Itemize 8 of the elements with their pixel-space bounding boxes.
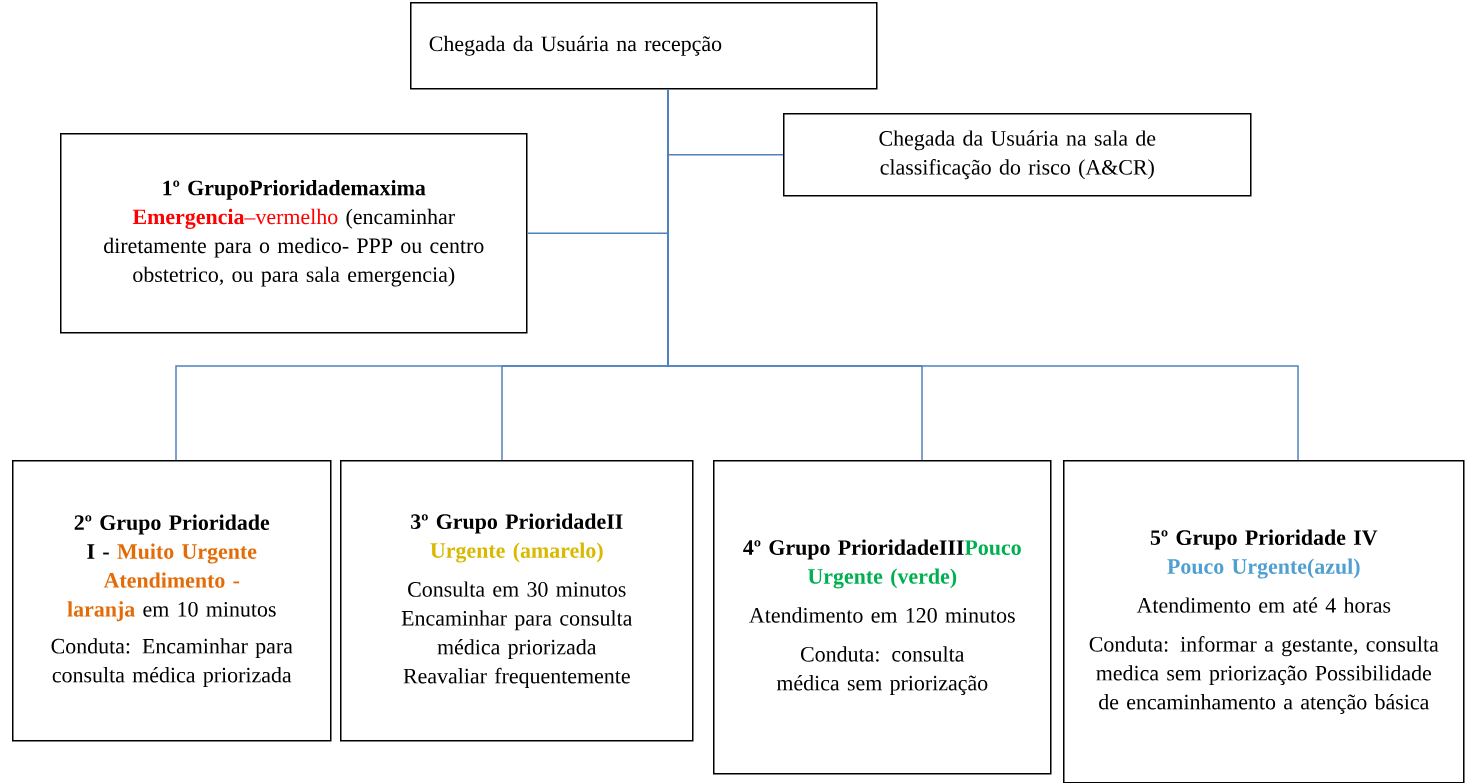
- connector-line: [667, 88, 1299, 461]
- process-box: Chegada da Usuária na recepção: [410, 2, 878, 90]
- process-box: 4º Grupo PrioridadeIIIPouco Urgente (verde) Atendimento em 120 minutos Conduta: consulta médica sem priorização: [713, 460, 1052, 775]
- process-box: 1º GrupoPrioridademaxima Emergencia–vermelho (encaminhar diretamente para o medico- PPP ou centro obstetrico, ou para sala emergencia): [60, 133, 528, 334]
- process-box: 5º Grupo Prioridade IV Pouco Urgente(azul) Atendimento em até 4 horas Conduta: informar a gestante, consulta medica sem priorização Possibilidade de encaminhamento a atenção básica: [1063, 460, 1465, 783]
- process-box: 3º Grupo PrioridadeII Urgente (amarelo) Consulta em 30 minutos Encaminhar para consulta médica priorizada Reavaliar frequentemente: [340, 460, 694, 742]
- process-box: 2º Grupo Prioridade I - Muito Urgente Atendimento -laranja em 10 minutos Conduta: Encaminhar para consulta médica priorizada: [12, 460, 332, 742]
- process-box: Chegada da Usuária na sala de classificação do risco (A&CR): [783, 113, 1252, 197]
